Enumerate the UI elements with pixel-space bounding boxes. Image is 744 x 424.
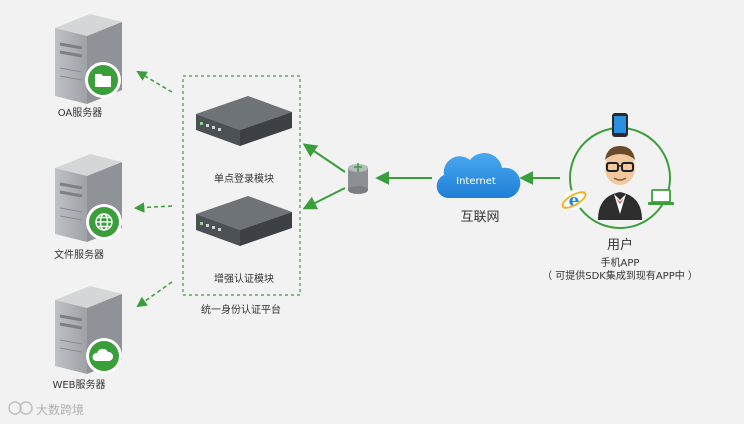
phone-icon xyxy=(612,113,628,137)
arrow-to-sso xyxy=(302,143,346,173)
web-server xyxy=(55,286,122,374)
arrow-to-oa xyxy=(136,70,173,93)
server-label-oa: OA服务器 xyxy=(57,108,103,119)
arrow-to-enhanced xyxy=(302,187,346,210)
folder-icon xyxy=(95,74,111,87)
browser-icon: e xyxy=(561,190,587,211)
module-label-enhanced: 增强认证模块 xyxy=(214,274,274,285)
arrow-to-file xyxy=(133,202,173,213)
server-label-web: WEB服务器 xyxy=(52,380,106,391)
watermark-text: 大数跨境 xyxy=(36,403,85,417)
user-line2: （ 可提供SDK集成到现有APP中 ） xyxy=(542,271,698,282)
oa-server xyxy=(55,14,122,104)
platform-title: 统一身份认证平台 xyxy=(201,305,281,316)
laptop-icon xyxy=(648,189,674,205)
server-label-file: 文件服务器 xyxy=(54,250,104,261)
svg-text:e: e xyxy=(569,191,580,211)
user-line1: 手机APP xyxy=(600,258,640,269)
user-figure xyxy=(569,127,671,229)
database-icon xyxy=(348,163,368,194)
globe-icon xyxy=(95,213,113,231)
cloud-icon xyxy=(92,348,114,361)
internet-cloud-text: Internet xyxy=(456,176,496,187)
watermark-logo xyxy=(8,401,33,415)
sso-module-device xyxy=(196,96,292,146)
user-title: 用户 xyxy=(606,238,633,253)
arrow-to-web xyxy=(136,281,173,308)
enhanced-auth-device xyxy=(196,196,292,246)
module-label-sso: 单点登录模块 xyxy=(214,174,274,185)
internet-cloud xyxy=(436,152,521,198)
file-server xyxy=(55,154,122,242)
internet-caption: 互联网 xyxy=(460,210,500,225)
